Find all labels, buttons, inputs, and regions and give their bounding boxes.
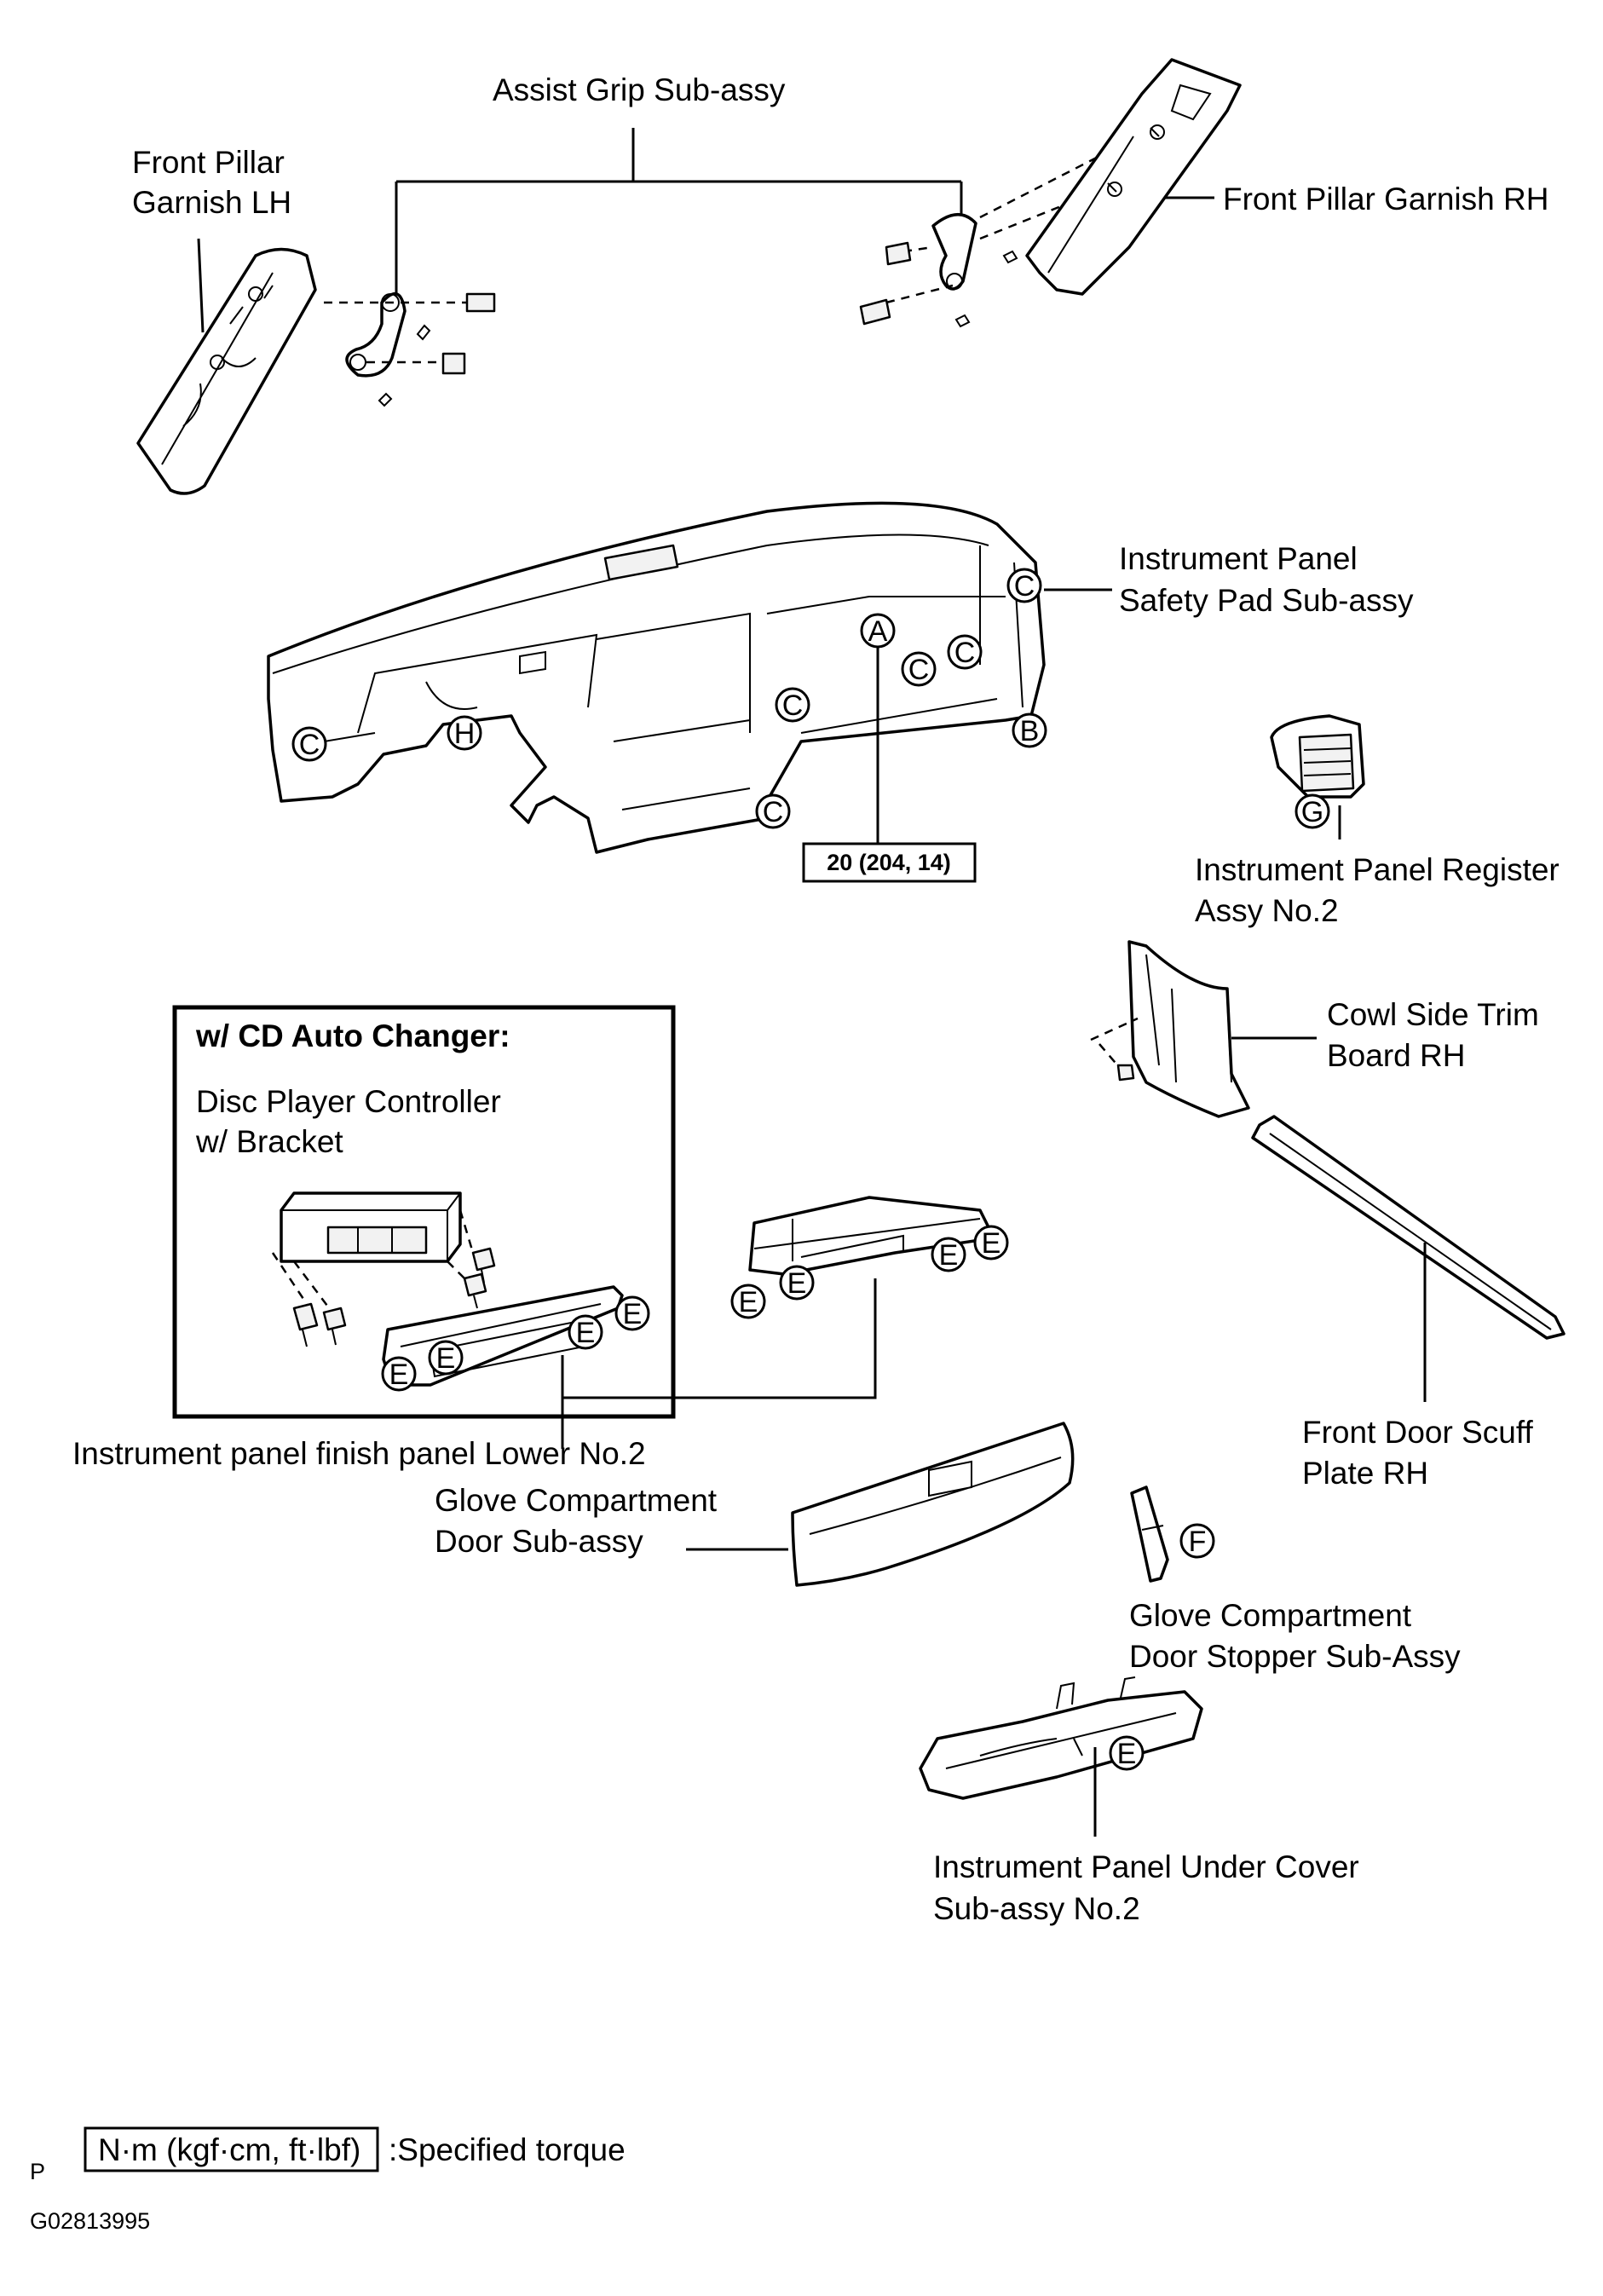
callout-c-1: C: [1014, 570, 1035, 603]
cowl-side-trim: Cowl Side Trim Board RH: [1090, 940, 1539, 1118]
callout-c-6: C: [763, 796, 784, 828]
assist-grip-right: [859, 126, 1156, 328]
scuff-label-1: Front Door Scuff: [1302, 1415, 1533, 1450]
footer-code: G02813995: [30, 2208, 150, 2234]
assist-grip-leader: [395, 128, 963, 294]
disc-player-controller: [271, 1191, 496, 1347]
front-pillar-lh: Front Pillar Garnish LH: [132, 145, 317, 495]
cowl-label-2: Board RH: [1327, 1038, 1465, 1073]
front-pillar-lh-label-2: Garnish LH: [132, 185, 291, 220]
callout-e-6: E: [787, 1267, 807, 1300]
assist-grip-label: Assist Grip Sub-assy: [493, 72, 786, 107]
callout-e-1: E: [389, 1359, 409, 1391]
instrument-panel-safety-pad: Instrument Panel Safety Pad Sub-assy C C…: [267, 501, 1414, 883]
glove-door-stopper: F Glove Compartment Door Stopper Sub-Ass…: [1129, 1485, 1461, 1674]
safety-pad-label-1: Instrument Panel: [1119, 541, 1358, 576]
front-pillar-rh: Front Pillar Garnish RH: [1025, 58, 1548, 296]
stopper-label-2: Door Stopper Sub-Assy: [1129, 1639, 1461, 1674]
legend-unit: N·m (kgf·cm, ft·lbf): [98, 2132, 360, 2167]
assist-grip-left: [324, 291, 496, 407]
torque-legend: N·m (kgf·cm, ft·lbf) :Specified torque: [84, 2126, 626, 2172]
disc-player-label-1: Disc Player Controller: [196, 1084, 501, 1119]
cowl-label-1: Cowl Side Trim: [1327, 997, 1539, 1032]
callout-e-7: E: [939, 1239, 959, 1272]
callout-c-5: C: [299, 729, 320, 761]
callout-e-9: E: [1117, 1738, 1137, 1770]
torque-box: [802, 842, 977, 883]
callout-e-5: E: [739, 1286, 758, 1318]
callout-e-8: E: [982, 1227, 1001, 1260]
footer-p: P: [30, 2159, 45, 2184]
torque-value: 20 (204, 14): [827, 850, 951, 875]
instrument-panel-register: G Instrument Panel Register Assy No.2: [1195, 714, 1560, 928]
under-cover-label-2: Sub-assy No.2: [933, 1891, 1140, 1926]
under-cover-label-1: Instrument Panel Under Cover: [933, 1849, 1359, 1884]
front-pillar-rh-label: Front Pillar Garnish RH: [1223, 182, 1548, 216]
callout-g: G: [1301, 796, 1323, 828]
stopper-label-1: Glove Compartment: [1129, 1598, 1412, 1633]
callout-b: B: [1020, 715, 1040, 747]
callout-e-4: E: [623, 1298, 643, 1330]
glove-compartment-door: Glove Compartment Door Sub-assy: [435, 1422, 1075, 1587]
callout-c-3: C: [908, 654, 930, 686]
callout-h: H: [454, 718, 476, 750]
legend-text: :Specified torque: [389, 2132, 626, 2167]
register-label-1: Instrument Panel Register: [1195, 852, 1560, 887]
assist-grip-group: Assist Grip Sub-assy Front Pillar Garnis…: [132, 58, 1548, 495]
glove-door-label-1: Glove Compartment: [435, 1483, 718, 1518]
finish-panel-label: Instrument panel finish panel Lower No.2: [72, 1436, 646, 1471]
scuff-label-2: Plate RH: [1302, 1456, 1428, 1491]
glove-door-label-2: Door Sub-assy: [435, 1524, 643, 1559]
callout-f: F: [1189, 1526, 1207, 1558]
callout-c-2: C: [954, 637, 976, 669]
front-door-scuff-plate: Front Door Scuff Plate RH: [1251, 1115, 1566, 1491]
instrument-panel-under-cover: E Instrument Panel Under Cover Sub-assy …: [919, 1676, 1359, 1926]
disc-player-label-2: w/ Bracket: [195, 1124, 343, 1159]
callout-e-3: E: [576, 1317, 596, 1349]
finish-panel-lower-no2: E E E E Instrument panel finish panel Lo…: [72, 1196, 1009, 1471]
register-label-2: Assy No.2: [1195, 893, 1339, 928]
callout-a: A: [868, 615, 888, 648]
safety-pad-label-2: Safety Pad Sub-assy: [1119, 583, 1414, 618]
front-pillar-lh-label-1: Front Pillar: [132, 145, 285, 180]
callout-c-4: C: [782, 689, 804, 722]
finish-panel-in-box: E E E E: [381, 1285, 650, 1392]
cd-box-title: w/ CD Auto Changer:: [195, 1018, 510, 1053]
callout-e-2: E: [436, 1342, 456, 1375]
cd-auto-changer-box: w/ CD Auto Changer: Disc Player Controll…: [172, 1005, 676, 1419]
